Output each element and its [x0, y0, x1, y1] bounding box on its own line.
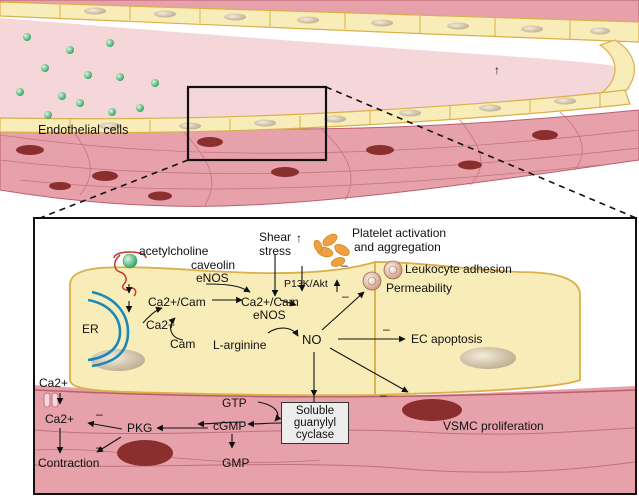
vessel-illustration	[0, 0, 639, 219]
label-platelet-2: and aggregation	[354, 240, 441, 254]
flow-direction-icon: ↑	[494, 63, 500, 77]
label-sgc-1: Soluble	[295, 405, 335, 417]
pathway-arrows	[56, 254, 409, 454]
label-ca-cam-left: Ca2+/Cam	[148, 295, 206, 309]
label-sgc-3: cyclase	[295, 429, 335, 441]
label-cgmp: cGMP	[213, 419, 247, 433]
platelets	[313, 233, 350, 267]
zoom-box	[186, 85, 328, 162]
label-ec-apoptosis: EC apoptosis	[411, 332, 483, 346]
minus-apoptosis: –	[383, 322, 390, 336]
label-vsmc: VSMC proliferation	[443, 419, 544, 433]
label-no: NO	[302, 332, 322, 347]
label-er: ER	[82, 322, 99, 336]
label-endothelial-cells: Endothelial cells	[38, 123, 129, 137]
label-contraction: Contraction	[38, 456, 100, 470]
label-ca2-er: Ca2+	[146, 318, 176, 332]
label-ca2-smc: Ca2+	[45, 412, 75, 426]
label-ca2-top: Ca2+	[39, 376, 69, 390]
leukocytes	[362, 260, 403, 291]
minus-platelet: –	[341, 258, 348, 272]
zoom-line-right	[325, 86, 637, 219]
label-gmp: GMP	[222, 456, 250, 470]
shear-arrow-icon: ↑	[296, 231, 302, 245]
label-enos-top: eNOS	[196, 271, 229, 285]
zoom-line-left	[39, 159, 189, 219]
er-structure	[87, 290, 130, 368]
minus-permeability: –	[342, 289, 349, 303]
label-permeability: Permeability	[386, 281, 453, 295]
label-sgc-2: guanylyl	[293, 417, 337, 429]
minus-pkg-ca: –	[96, 407, 103, 421]
label-enos-mid: eNOS	[253, 308, 286, 322]
label-ca-cam-right: Ca2+/Cam	[241, 295, 299, 309]
label-platelet-1: Platelet activation	[352, 226, 447, 240]
acetylcholine-molecules	[16, 33, 159, 119]
minus-pkg-contraction: –	[96, 440, 103, 454]
label-l-arginine: L-arginine	[213, 338, 267, 352]
acetylcholine-receptor	[113, 251, 147, 297]
label-pi3k: P13K/Akt	[284, 278, 328, 290]
label-acetylcholine: acetylcholine	[139, 244, 209, 258]
label-cam: Cam	[170, 337, 196, 351]
label-stress: stress	[259, 244, 292, 258]
label-pkg: PKG	[127, 421, 153, 435]
label-leukocyte: Leukocyte adhesion	[405, 262, 512, 276]
label-gtp: GTP	[222, 396, 247, 410]
label-shear: Shear	[259, 230, 292, 244]
label-caveolin: caveolin	[191, 258, 236, 272]
minus-vsmc: –	[380, 388, 387, 402]
soluble-guanylyl-cyclase-box: Soluble guanylyl cyclase	[281, 402, 349, 444]
